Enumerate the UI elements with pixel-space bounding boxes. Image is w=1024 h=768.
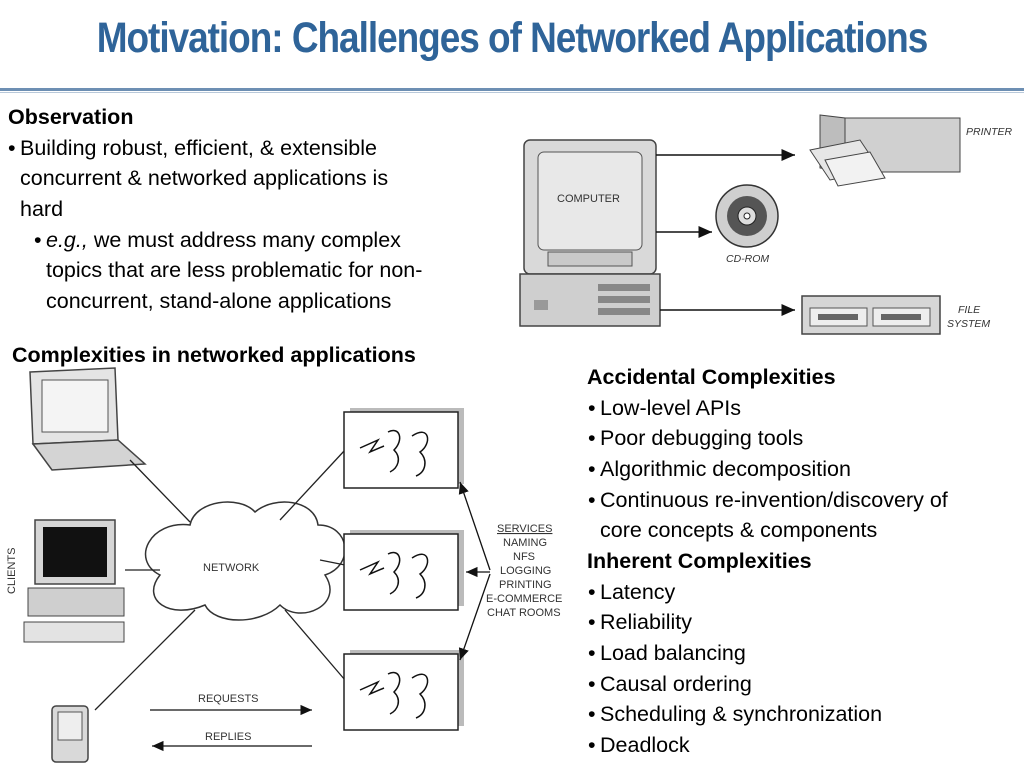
accidental-item: Algorithmic decomposition xyxy=(588,454,851,485)
observation-sub-bullet-line-3: concurrent, stand-alone applications xyxy=(46,289,392,313)
observation-bullet-line-2: concurrent & networked applications is xyxy=(20,166,389,190)
accidental-item: Low-level APIs xyxy=(588,393,741,424)
observation-bullet-line-1: Building robust, efficient, & extensible xyxy=(8,133,377,164)
title-divider xyxy=(0,88,1024,91)
file-system-illustration: FILE SYSTEM xyxy=(801,295,990,335)
cdrom-label: CD-ROM xyxy=(726,253,769,265)
server-box-2 xyxy=(343,530,464,611)
title-divider-thin xyxy=(0,92,1024,93)
file-system-label-line-2: SYSTEM xyxy=(947,318,990,330)
replies-label: REPLIES xyxy=(205,731,251,743)
printer-illustration: PRINTER xyxy=(809,114,1013,187)
accidental-item: Poor debugging tools xyxy=(588,423,803,454)
services-heading: SERVICES xyxy=(497,523,552,535)
observation-bullet-line-3: hard xyxy=(20,197,64,221)
server-box-1 xyxy=(343,408,464,489)
computer-label: COMPUTER xyxy=(557,193,620,205)
accidental-item: Continuous re-invention/discovery of xyxy=(588,485,948,516)
computer-illustration: COMPUTER xyxy=(519,139,661,327)
inherent-item: Causal ordering xyxy=(588,669,752,700)
cdrom-illustration: CD-ROM xyxy=(715,184,779,265)
desktop-client-illustration xyxy=(23,519,125,643)
observation-sub-bullet-line-1: e.g., we must address many complex xyxy=(34,225,401,256)
service-item: NFS xyxy=(513,551,535,563)
observation-sub-bullet-line-2: topics that are less problematic for non… xyxy=(46,258,423,282)
accidental-heading: Accidental Complexities xyxy=(587,365,836,389)
inherent-item: Scheduling & synchronization xyxy=(588,699,882,730)
service-item: NAMING xyxy=(503,537,547,549)
complexities-heading: Complexities in networked applications xyxy=(12,343,416,367)
inherent-heading: Inherent Complexities xyxy=(587,549,812,573)
services-list: SERVICES NAMING NFS LOGGING PRINTING E-C… xyxy=(486,523,562,619)
pda-client-illustration xyxy=(51,705,89,763)
service-item: CHAT ROOMS xyxy=(487,607,561,619)
observation-heading: Observation xyxy=(8,105,134,129)
inherent-item: Deadlock xyxy=(588,730,690,761)
clients-label: CLIENTS xyxy=(6,548,18,594)
inherent-item: Latency xyxy=(588,577,675,608)
network-cloud: NETWORK xyxy=(144,501,346,621)
service-item: PRINTING xyxy=(499,579,552,591)
service-item: LOGGING xyxy=(500,565,551,577)
slide-title: Motivation: Challenges of Networked Appl… xyxy=(96,14,929,62)
printer-label: PRINTER xyxy=(966,126,1013,138)
accidental-item-continuation: core concepts & components xyxy=(600,518,878,542)
requests-label: REQUESTS xyxy=(198,693,259,705)
laptop-client-illustration xyxy=(29,367,147,471)
network-label: NETWORK xyxy=(203,562,260,574)
inherent-item: Reliability xyxy=(588,607,692,638)
sub-bullet-text: we must address many complex xyxy=(87,228,401,252)
file-system-label-line-1: FILE xyxy=(958,304,981,316)
service-item: E-COMMERCE xyxy=(486,593,562,605)
inherent-item: Load balancing xyxy=(588,638,746,669)
server-box-3 xyxy=(343,650,464,731)
eg-abbrev: e.g., xyxy=(46,228,88,252)
